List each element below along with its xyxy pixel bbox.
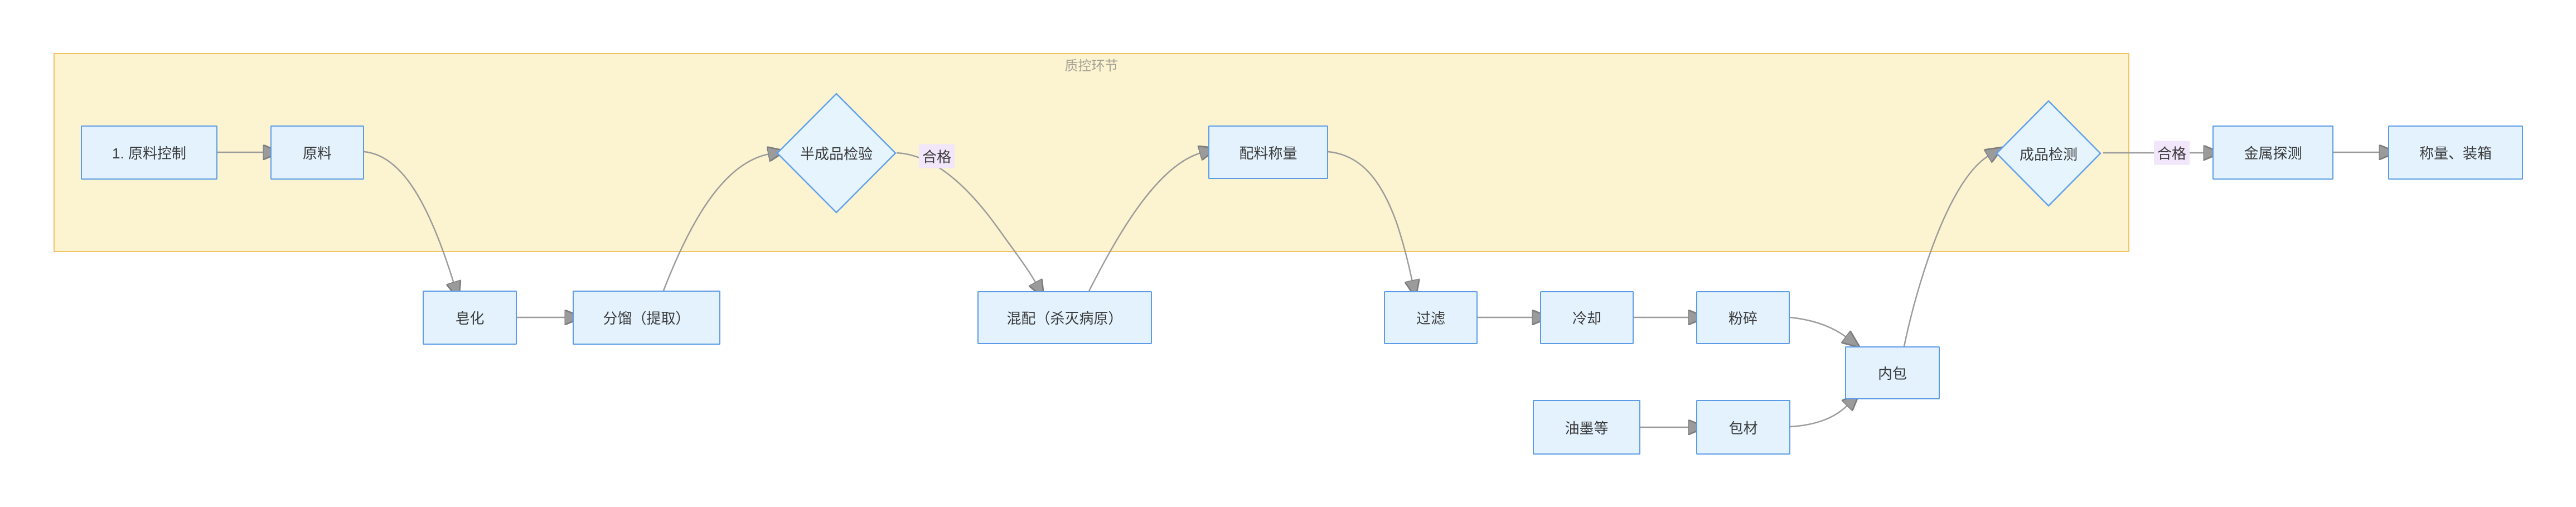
node-raw-material-control[interactable]: 1. 原料控制 (81, 125, 217, 180)
edge-crushing-to-inner-packing (1789, 316, 1847, 337)
node-crushing[interactable]: 粉碎 (1696, 291, 1790, 344)
node-label: 过滤 (1416, 310, 1445, 327)
node-inner-packing[interactable]: 内包 (1845, 346, 1940, 399)
node-label: 分馏（提取） (603, 310, 690, 327)
node-cooling[interactable]: 冷却 (1540, 291, 1634, 344)
node-label: 粉碎 (1728, 310, 1757, 327)
node-filtration[interactable]: 过滤 (1384, 291, 1478, 344)
node-label: 内包 (1877, 365, 1907, 382)
node-label: 1. 原料控制 (112, 145, 186, 162)
qualified-label-2: 合格 (2153, 141, 2190, 165)
diamond-shape (776, 93, 897, 214)
node-metal-detection[interactable]: 金属探测 (2212, 125, 2333, 180)
edge-mixing-to-ingredient-weighing (1088, 153, 1201, 292)
node-semi-finished-inspection[interactable]: 半成品检验 (776, 93, 897, 214)
node-label: 配料称量 (1239, 144, 1297, 162)
node-weighing-boxing[interactable]: 称量、装箱 (2388, 125, 2523, 180)
edge-semi-inspection-to-mixing (896, 152, 1036, 283)
node-finished-product-inspection[interactable]: 成品检测 (1996, 100, 2102, 207)
edge-packaging-to-inner-packing (1790, 405, 1848, 428)
node-label: 油墨等 (1565, 419, 1609, 437)
node-ingredient-weighing[interactable]: 配料称量 (1208, 125, 1328, 179)
node-label: 包材 (1728, 419, 1758, 437)
node-label: 皂化 (455, 310, 485, 327)
node-label: 混配（杀灭病原） (1006, 310, 1123, 327)
node-packaging-material[interactable]: 包材 (1696, 400, 1790, 455)
node-mixing-pathogen-kill[interactable]: 混配（杀灭病原） (977, 291, 1152, 344)
node-label: 称量、装箱 (2419, 145, 2492, 162)
edge-ingredient-weighing-to-filtration (1328, 151, 1412, 282)
quality-control-group-label: 质控环节 (1064, 59, 1118, 74)
node-label: 半成品检验 (800, 146, 873, 162)
diamond-shape (1996, 100, 2102, 207)
node-fractionation-extraction[interactable]: 分馏（提取） (573, 291, 720, 345)
node-label: 成品检测 (2019, 146, 2078, 163)
node-label: 金属探测 (2244, 145, 2302, 162)
node-raw-material[interactable]: 原料 (270, 125, 364, 180)
node-label: 冷却 (1572, 310, 1601, 327)
edge-fractionation-to-semi-inspection (662, 154, 769, 291)
quality-control-group (54, 53, 2129, 252)
edge-inner-packing-to-finished-inspection (1903, 156, 1989, 347)
qualified-label-1: 合格 (918, 144, 955, 168)
node-label: 原料 (302, 145, 332, 162)
node-ink-etc[interactable]: 油墨等 (1533, 400, 1640, 455)
node-saponification[interactable]: 皂化 (423, 291, 517, 345)
edge-raw-material-to-saponification (364, 151, 454, 283)
